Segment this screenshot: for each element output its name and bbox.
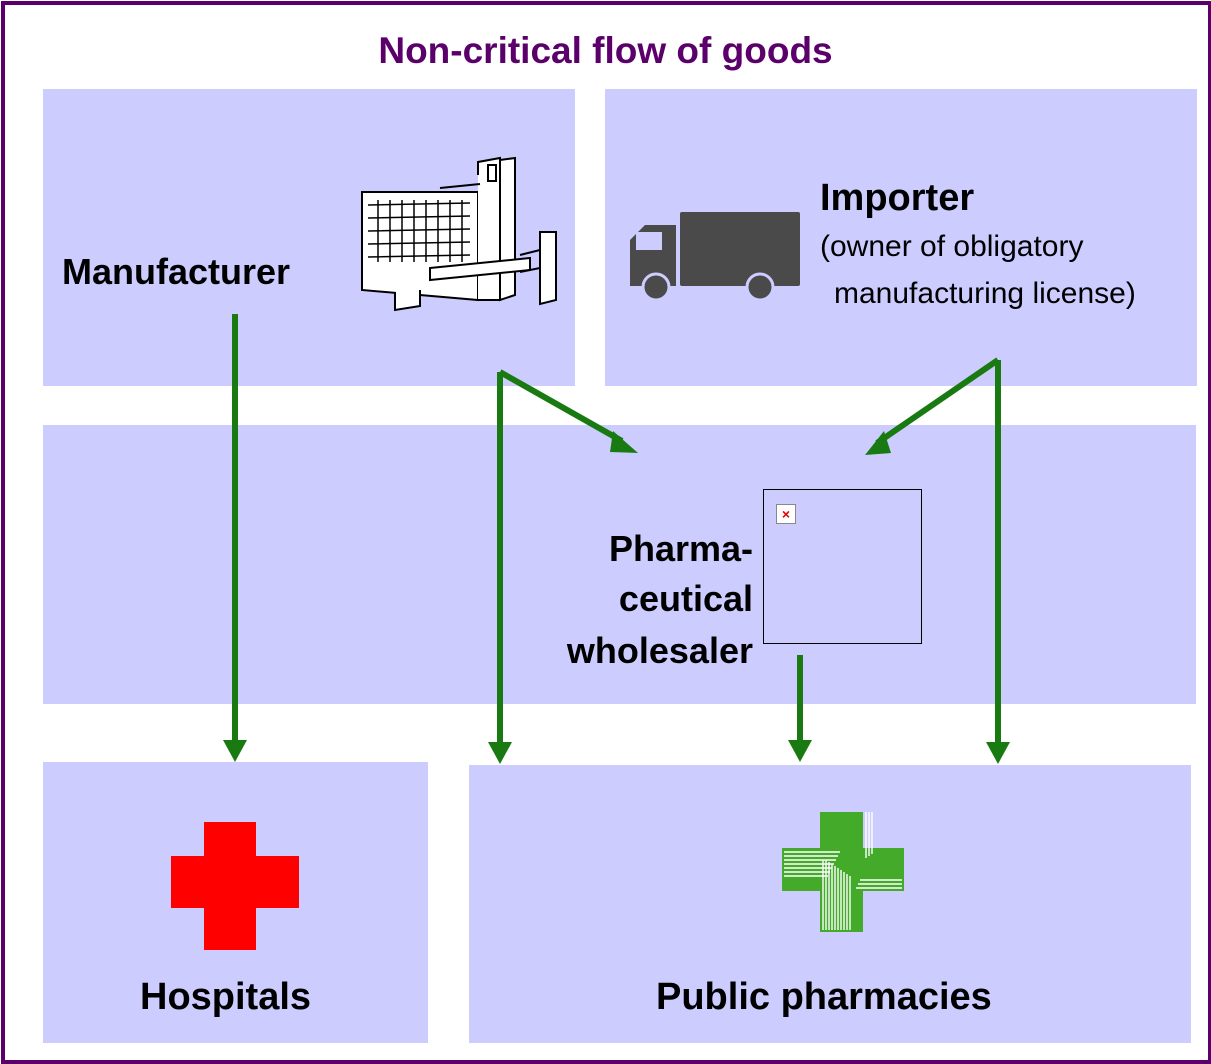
arrowhead-wholesaler-left	[610, 431, 638, 453]
wholesaler-label-line1: Pharma-	[608, 528, 753, 569]
arrow-heads	[223, 431, 1010, 764]
arrowhead-pharmacies-center	[788, 740, 812, 762]
arrowhead-pharmacies-right	[986, 742, 1010, 764]
red-cross-icon	[171, 822, 299, 950]
green-pharmacy-cross-icon	[782, 812, 904, 932]
diagram-title: Non-critical flow of goods	[378, 30, 833, 71]
importer-note-line1: (owner of obligatory	[820, 230, 1084, 263]
truck-icon	[630, 212, 800, 302]
arrowhead-wholesaler-right	[865, 431, 891, 455]
pharmacies-label: Public pharmacies	[656, 976, 992, 1018]
arrowhead-pharmacies-left	[488, 742, 512, 764]
broken-image-glyph: ×	[776, 504, 796, 524]
factory-icon	[361, 156, 557, 312]
importer-label: Importer	[820, 177, 975, 219]
broken-image-icon: ×	[763, 489, 922, 644]
flow-arrows	[232, 314, 1001, 745]
wholesaler-label-line3: wholesaler	[566, 630, 753, 671]
wholesaler-label-line2: ceutical	[618, 578, 753, 619]
manufacturer-label: Manufacturer	[62, 251, 291, 292]
importer-note-line2: manufacturing license)	[834, 277, 1136, 310]
arrow-importer-to-wholesaler	[875, 357, 1000, 446]
arrowhead-hospitals	[223, 740, 247, 762]
hospitals-label: Hospitals	[140, 976, 312, 1018]
arrow-manufacturer-to-wholesaler	[498, 369, 624, 444]
